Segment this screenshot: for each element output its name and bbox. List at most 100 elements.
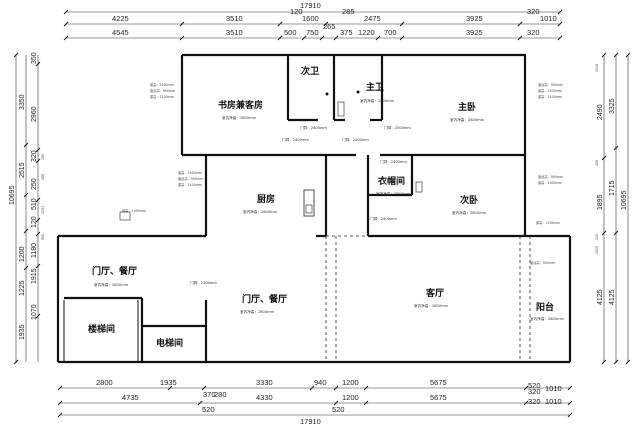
dim-top1-c: 1600 — [302, 14, 319, 23]
dim-top2-s2: 320 — [527, 28, 540, 37]
door-note-7: 门洞：2400mm — [190, 280, 217, 285]
room-balcony-label: 阳台 — [536, 301, 554, 313]
side-note-10: 窗高：1400mm — [122, 208, 146, 213]
side-note-8: 窗台高：900mm — [178, 176, 203, 181]
room-foyer-dining-1-label: 门厅、餐厅 — [92, 265, 137, 277]
dim-top1-b: 3510 — [226, 14, 243, 23]
room-foyer-dining-2-label: 门厅、餐厅 — [242, 293, 287, 305]
dim-top2-c: 500 — [284, 28, 297, 37]
dim-left-s4: 980 — [41, 234, 45, 240]
room-wardrobe-label: 衣帽间 — [378, 175, 405, 187]
bottom-dimensions: 2800 1935 3330 940 1200 5675 520 320 101… — [57, 378, 573, 426]
dim-left-i6: 120 — [31, 216, 38, 228]
dim-right-i1: 2490 — [597, 104, 604, 120]
room-study-label: 书房兼客房 — [218, 99, 263, 111]
dim-top1-a: 4225 — [112, 14, 129, 23]
door-note-3: 门洞：2400mm — [342, 137, 369, 142]
dim-bot1-s2: 320 — [528, 387, 541, 396]
dim-bot1-b: 1935 — [160, 378, 177, 387]
dim-right-i2: 1895 — [597, 194, 604, 210]
room-balcony-height: 室内净高：2800mm — [530, 316, 565, 321]
dim-top2-g: 700 — [384, 28, 397, 37]
dim-bot1-a: 2800 — [96, 378, 113, 387]
dim-right-s2: 120 — [595, 160, 599, 166]
dim-left-s3: 1251 — [41, 206, 45, 214]
dim-right-s4: 1010 — [595, 246, 599, 254]
door-note-1: 门洞：2400mm — [282, 137, 309, 142]
side-note-5: 窗高：1400mm — [538, 88, 562, 93]
dim-bot2-a: 4735 — [122, 393, 139, 402]
dim-top2-s1: 265 — [323, 22, 336, 31]
dim-top2-h: 3925 — [466, 28, 483, 37]
dim-bot2-s1: 370 — [203, 390, 216, 399]
dim-right-s1: 1110 — [595, 64, 599, 72]
side-note-11: 窗台高：900mm — [538, 174, 563, 179]
dim-top1-s4: 1010 — [540, 14, 557, 23]
room-kitchen-height: 室内净高：2800mm — [243, 209, 278, 214]
dim-top1-s1: 120 — [290, 7, 303, 16]
room-kitchen-label: 厨房 — [257, 193, 275, 205]
dim-left-o4: 1225 — [19, 280, 26, 296]
side-note-2: 窗台高：900mm — [150, 88, 175, 93]
dim-bot1-d: 940 — [314, 378, 327, 387]
side-note-12: 窗高：1400mm — [538, 180, 562, 185]
room-second-bedroom-height: 室内净高：2800mm — [452, 210, 487, 215]
room-labels: 书房兼客房 室内净高：2800mm 次卫 主卫 室内净高：2800mm 主卧 室… — [88, 65, 565, 349]
room-foyer-dining-1-height: 室内净高：2800mm — [94, 282, 129, 287]
dim-bot2-d: 5675 — [430, 393, 447, 402]
dim-left-i4: 250 — [31, 178, 38, 190]
room-stairwell-label: 楼梯间 — [88, 323, 115, 335]
dim-left-s1: 200 — [41, 154, 45, 160]
dim-bot1-c: 3330 — [256, 378, 273, 387]
dim-right-s3: 115 — [595, 234, 599, 240]
dim-top2-b: 3510 — [226, 28, 243, 37]
dim-left-i7: 1180 — [31, 243, 38, 258]
side-note-9: 梁高：1100mm — [178, 182, 202, 187]
dim-bot2-b: 4330 — [256, 393, 273, 402]
room-master-bedroom-height: 室内净高：2800mm — [450, 117, 485, 122]
room-master-bath-label: 主卫 — [366, 81, 384, 93]
dim-right-total: 10695 — [621, 190, 628, 210]
room-second-bedroom-label: 次卧 — [460, 194, 478, 206]
dim-left-s2: 280 — [41, 174, 45, 180]
room-guest-bath-label: 次卫 — [301, 65, 319, 77]
door-note-4: 门洞：2400mm — [384, 125, 411, 130]
window-notes: 窗高：1400mm 窗台高：900mm 梁高：1100mm 窗台高：900mm … — [122, 82, 563, 265]
dim-top1-s3: 320 — [527, 7, 540, 16]
dim-bot3-s1: 520 — [202, 405, 215, 414]
dim-left-o2: 2515 — [19, 162, 26, 178]
dim-top-total: 17910 — [300, 1, 321, 10]
dim-right-o2: 1715 — [609, 180, 616, 196]
dim-bot1-f: 5675 — [430, 378, 447, 387]
room-study-height: 室内净高：2800mm — [222, 115, 257, 120]
room-living-height: 室内净高：2800mm — [414, 303, 449, 308]
dim-left-i3: 320 — [31, 150, 38, 162]
dim-left-i9: 1070 — [31, 304, 38, 320]
dim-left-o1: 3350 — [19, 94, 26, 110]
door-note-6: 门洞：2400mm — [370, 216, 397, 221]
dim-top2-f: 1220 — [358, 28, 375, 37]
dim-top2-a: 4545 — [112, 28, 129, 37]
dim-top1-d: 2475 — [364, 14, 381, 23]
dim-right-o1: 3325 — [609, 98, 616, 114]
left-dimensions: 10695 3350 2515 1200 1225 1935 350 2960 … — [9, 52, 45, 365]
right-dimensions: 2490 1895 4125 3325 1715 4125 10695 1110… — [595, 52, 631, 365]
side-note-6: 梁高：1100mm — [538, 94, 562, 99]
openings — [325, 235, 531, 362]
dim-bot1-e: 1200 — [342, 378, 359, 387]
dim-right-i3: 4125 — [597, 289, 604, 305]
dim-bot2-s3: 320 — [528, 397, 541, 406]
dim-top2-e: 375 — [340, 28, 353, 37]
room-master-bath-height: 室内净高：2800mm — [360, 98, 395, 103]
room-foyer-dining-2-height: 室内净高：2800mm — [240, 309, 275, 314]
side-note-13: 梁高：1100mm — [536, 220, 560, 225]
side-note-14: 窗台高：900mm — [530, 260, 555, 265]
dim-bot-total: 17910 — [300, 417, 321, 426]
dim-left-i1: 350 — [31, 52, 38, 64]
dim-top1-e: 3925 — [466, 14, 483, 23]
top-dimensions: 17910 4225 3510 1600 2475 3925 120 285 3… — [63, 1, 563, 41]
room-living-label: 客厅 — [425, 287, 444, 299]
walls — [56, 53, 572, 364]
dim-bot1-s3: 1010 — [545, 384, 562, 393]
door-note-5: 门洞：2400mm — [380, 159, 407, 164]
